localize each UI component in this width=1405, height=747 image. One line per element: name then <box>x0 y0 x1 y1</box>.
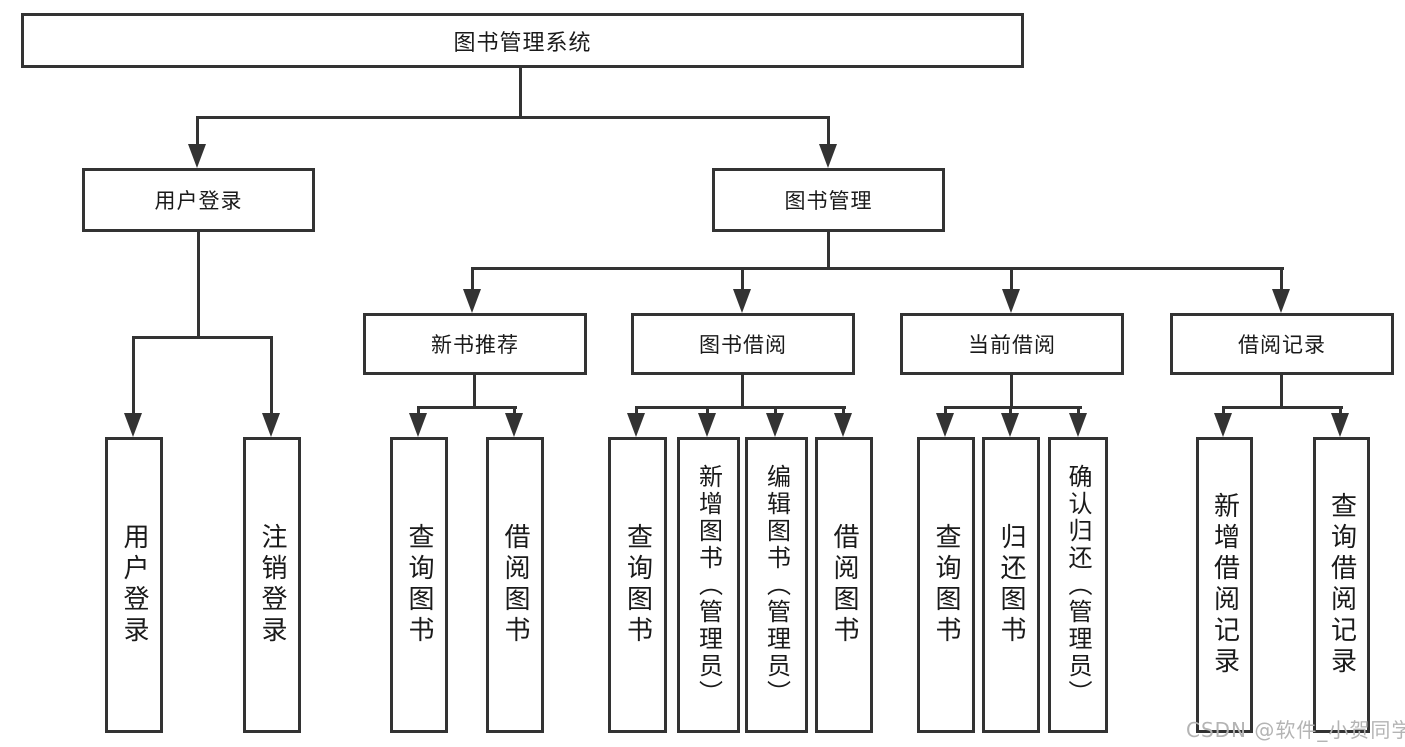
connector-user-login-horizontal <box>132 336 273 339</box>
connector-drop-leaf <box>944 406 947 419</box>
node-query-books-leaf: 查询图书 <box>608 437 667 733</box>
connector-new-book-drop <box>473 375 476 409</box>
node-query-books-leaf: 查询图书 <box>917 437 975 733</box>
arrowhead-down-icon <box>819 144 837 168</box>
arrowhead-down-icon <box>834 413 852 437</box>
node-label: 新书推荐 <box>431 333 519 357</box>
node-label: 借阅图书 <box>500 523 530 647</box>
connector-current-borrow-horizontal <box>944 406 1082 409</box>
arrowhead-down-icon <box>1069 413 1087 437</box>
node-label: 查询图书 <box>404 523 434 647</box>
node-confirm-return-admin-leaf: 确认归还（管理员） <box>1048 437 1108 733</box>
connector-drop-leaf <box>513 406 516 419</box>
node-add-borrow-record-leaf: 新增借阅记录 <box>1196 437 1253 733</box>
connector-book-borrow-drop <box>741 375 744 409</box>
connector-drop-book-management <box>827 116 830 147</box>
node-book-management: 图书管理 <box>712 168 945 232</box>
connector-level3-horizontal <box>471 267 1284 270</box>
connector-new-book-horizontal <box>417 406 517 409</box>
node-query-borrow-record-leaf: 查询借阅记录 <box>1313 437 1370 733</box>
node-label: 用户登录 <box>119 523 149 647</box>
arrowhead-down-icon <box>124 413 142 437</box>
arrowhead-down-icon <box>1272 289 1290 313</box>
node-label: 用户登录 <box>154 189 243 213</box>
connector-borrow-records-horizontal <box>1222 406 1343 409</box>
connector-drop-leaf <box>774 406 777 419</box>
arrowhead-down-icon <box>1001 413 1019 437</box>
node-label: 图书管理系统 <box>453 30 592 56</box>
connector-book-borrow-horizontal <box>635 406 846 409</box>
node-label: 当前借阅 <box>968 333 1056 357</box>
connector-drop-borrow-records <box>1280 267 1283 292</box>
node-edit-books-admin-leaf: 编辑图书（管理员） <box>745 437 808 733</box>
connector-book-management-drop <box>827 232 830 270</box>
connector-root-drop <box>519 68 522 118</box>
node-new-book-recommendation: 新书推荐 <box>363 313 587 375</box>
connector-drop-leaf <box>417 406 420 419</box>
connector-borrow-records-drop <box>1280 375 1283 409</box>
connector-drop-leaf <box>1009 406 1012 419</box>
arrowhead-down-icon <box>733 289 751 313</box>
node-library-management-system: 图书管理系统 <box>21 13 1024 68</box>
connector-drop-leaf <box>635 406 638 419</box>
node-label: 图书管理 <box>784 189 873 213</box>
node-label: 注销登录 <box>257 523 287 647</box>
node-label: 归还图书 <box>996 523 1026 647</box>
node-label: 查询图书 <box>622 523 653 647</box>
node-user-login-leaf: 用户登录 <box>105 437 163 733</box>
connector-drop-leaf <box>1077 406 1080 419</box>
node-borrow-books-leaf: 借阅图书 <box>815 437 873 733</box>
node-return-books-leaf: 归还图书 <box>982 437 1040 733</box>
arrowhead-down-icon <box>1002 289 1020 313</box>
arrowhead-down-icon <box>463 289 481 313</box>
connector-drop-current-borrow <box>1010 267 1013 292</box>
node-add-books-admin-leaf: 新增图书（管理员） <box>677 437 740 733</box>
arrowhead-down-icon <box>698 413 716 437</box>
node-label: 图书借阅 <box>699 333 787 357</box>
arrowhead-down-icon <box>1214 413 1232 437</box>
arrowhead-down-icon <box>936 413 954 437</box>
connector-drop-leaf <box>1339 406 1342 419</box>
node-label: 借阅记录 <box>1238 333 1326 357</box>
connector-current-borrow-drop <box>1010 375 1013 409</box>
connector-drop-logout-leaf <box>270 336 273 416</box>
node-label: 查询借阅记录 <box>1326 492 1357 678</box>
connector-drop-leaf <box>1222 406 1225 419</box>
connector-drop-user-login <box>196 116 199 147</box>
node-label: 新增图书（管理员） <box>694 463 723 707</box>
connector-drop-book-borrow <box>741 267 744 292</box>
connector-drop-new-book <box>471 267 474 292</box>
node-logout-leaf: 注销登录 <box>243 437 301 733</box>
node-borrow-books-leaf: 借阅图书 <box>486 437 544 733</box>
node-label: 编辑图书（管理员） <box>762 463 791 707</box>
node-user-login: 用户登录 <box>82 168 315 232</box>
arrowhead-down-icon <box>409 413 427 437</box>
node-book-borrowing: 图书借阅 <box>631 313 855 375</box>
arrowhead-down-icon <box>627 413 645 437</box>
connector-level2-horizontal <box>196 116 830 119</box>
connector-drop-login-leaf <box>132 336 135 416</box>
connector-drop-leaf <box>842 406 845 419</box>
connector-user-login-drop <box>197 232 200 339</box>
node-label: 借阅图书 <box>829 523 859 647</box>
arrowhead-down-icon <box>766 413 784 437</box>
node-label: 确认归还（管理员） <box>1064 463 1092 707</box>
node-query-books-leaf: 查询图书 <box>390 437 448 733</box>
node-borrowing-records: 借阅记录 <box>1170 313 1394 375</box>
arrowhead-down-icon <box>1331 413 1349 437</box>
node-current-borrowing: 当前借阅 <box>900 313 1124 375</box>
connector-drop-leaf <box>706 406 709 419</box>
node-label: 新增借阅记录 <box>1209 492 1240 678</box>
arrowhead-down-icon <box>188 144 206 168</box>
csdn-watermark: CSDN @软件_小贺同学 <box>1186 718 1405 742</box>
arrowhead-down-icon <box>262 413 280 437</box>
node-label: 查询图书 <box>931 523 961 647</box>
arrowhead-down-icon <box>505 413 523 437</box>
